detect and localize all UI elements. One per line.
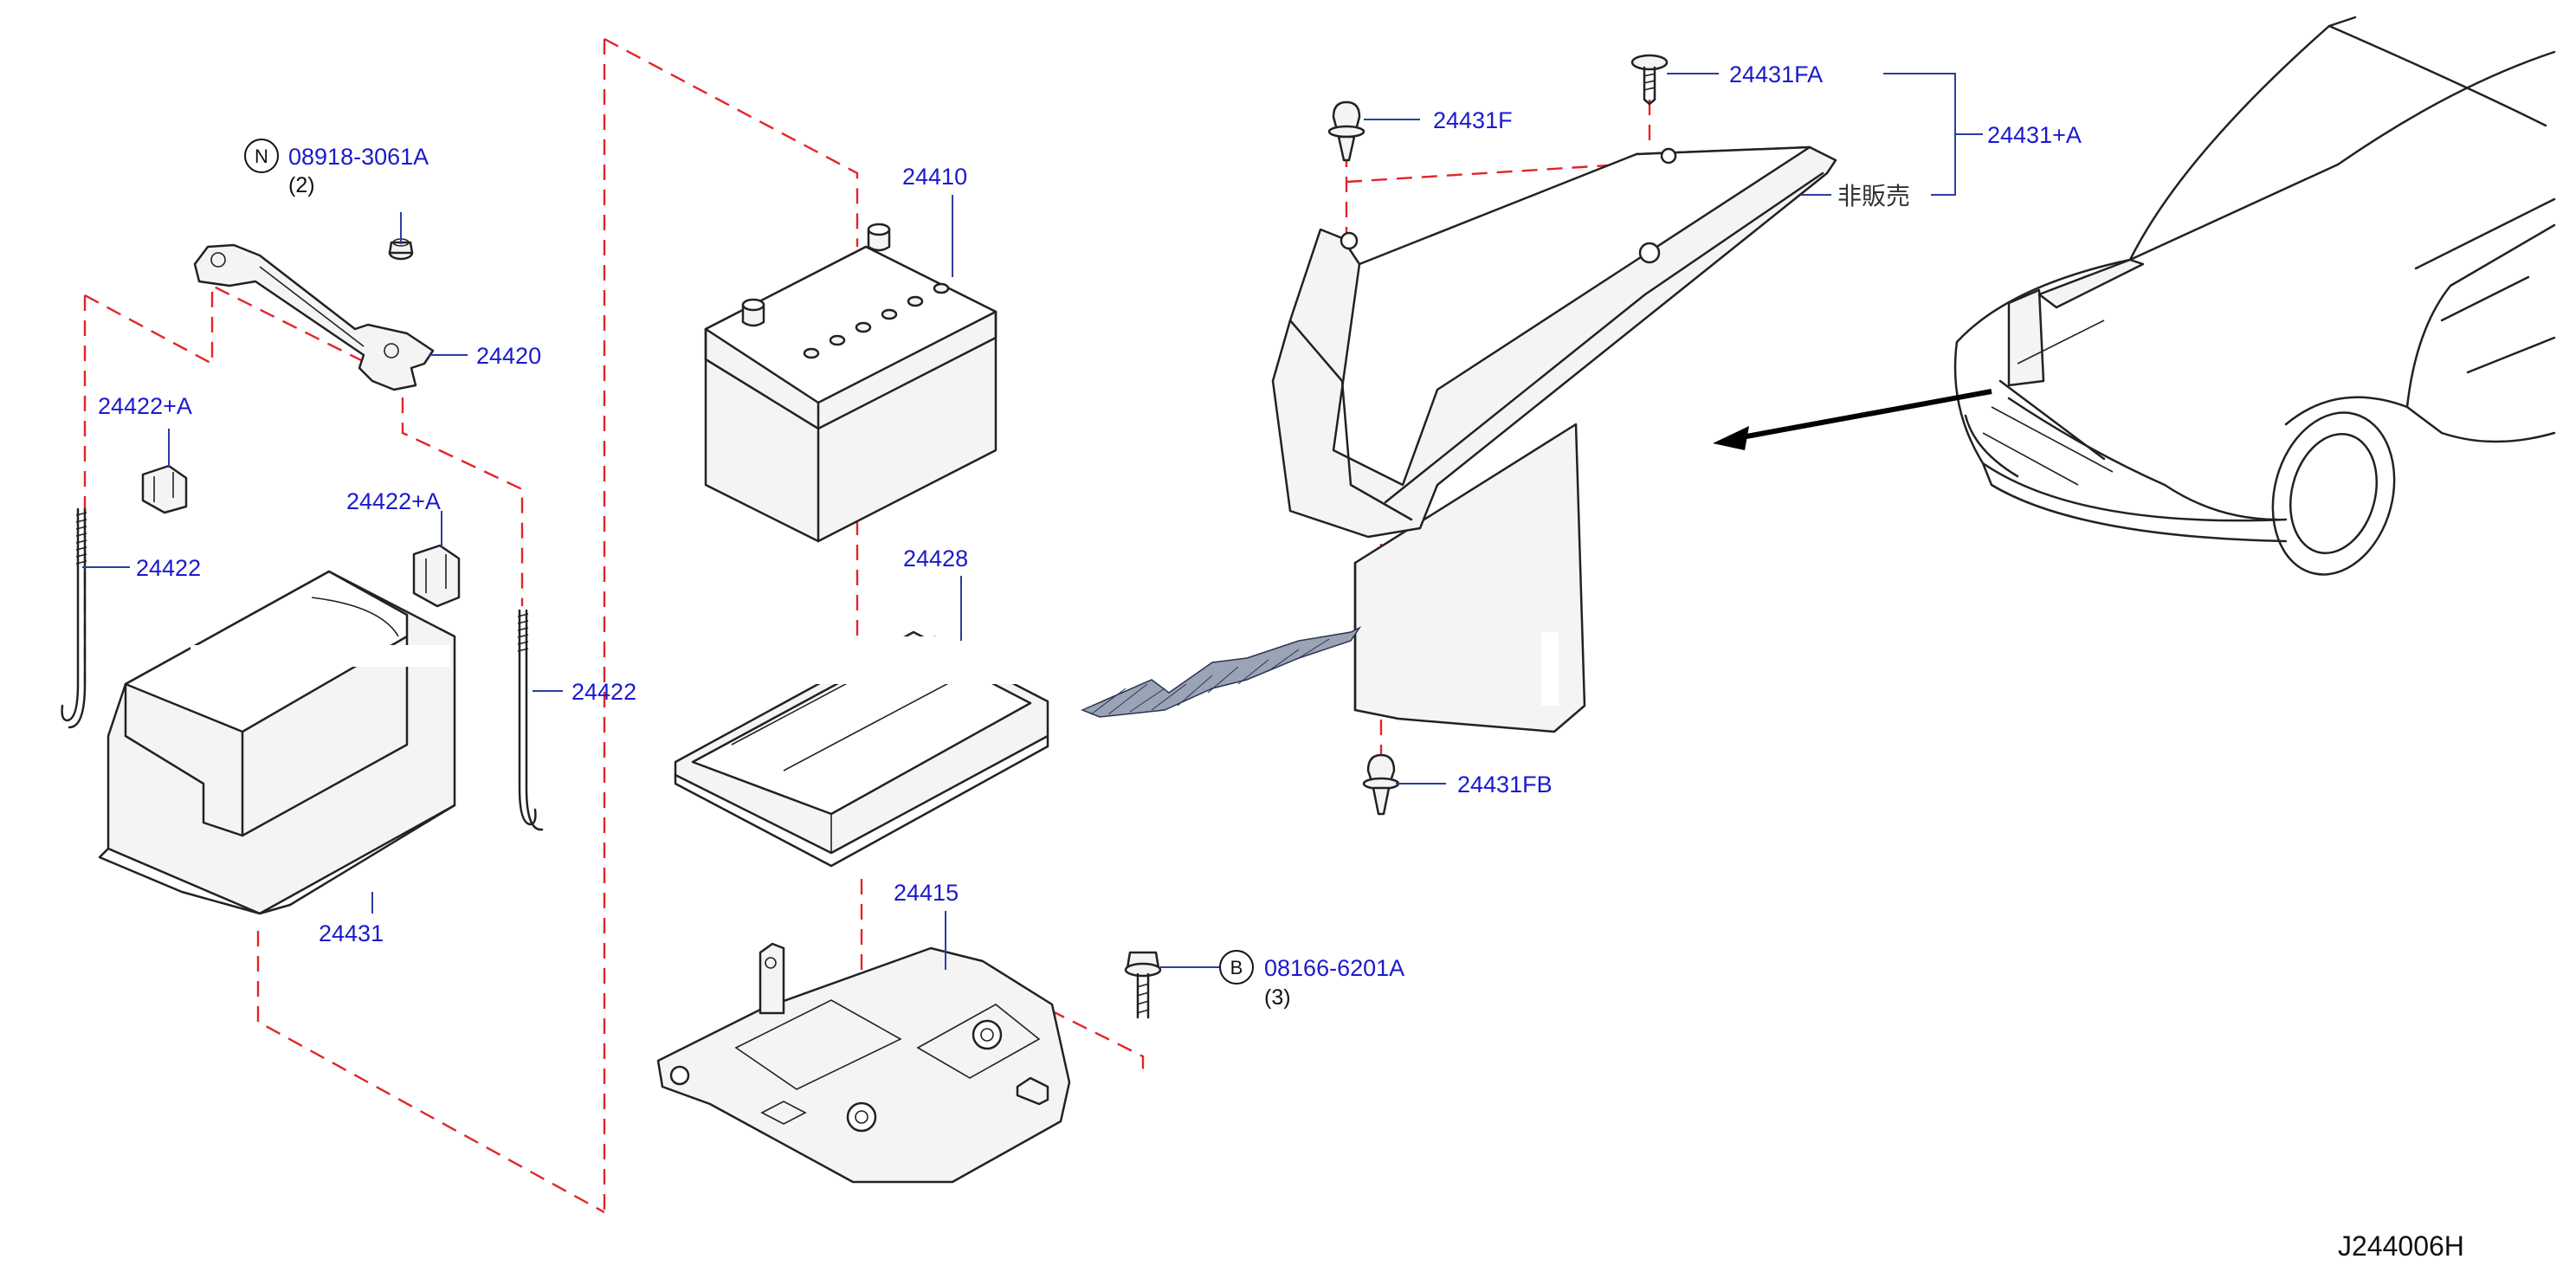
label-24428[interactable]: 24428 [903,546,968,571]
label-nut-qty: (2) [288,173,315,197]
svg-text:N: N [255,145,268,167]
battery-terminal-right [867,223,891,252]
battery-vent-caps [803,282,950,359]
diagram-code: J244006H [2338,1230,2464,1262]
clip-right-24422a [412,544,461,608]
battery-tray-24428 [674,630,1078,868]
battery-insulator-24431a [1271,145,1837,733]
flange-bolt [1124,951,1162,1019]
vehicle-location-sketch [1713,16,2556,576]
label-24422a-right[interactable]: 24422+A [346,488,441,514]
bolt-badge: B [1219,950,1254,985]
battery-mounting-bracket-24415 [656,942,1071,1184]
label-24431f[interactable]: 24431F [1433,107,1513,133]
hatched-lettering-fragment [1081,626,1362,718]
label-24422-left[interactable]: 24422 [136,555,201,581]
label-08918-3061a[interactable]: 08918-3061A [288,144,429,170]
hold-down-bracket-24420 [193,243,435,391]
label-24431fa[interactable]: 24431FA [1729,61,1823,87]
label-24431[interactable]: 24431 [319,920,384,946]
label-24422a-left[interactable]: 24422+A [98,393,192,419]
j-bolt-right-24422 [517,609,544,831]
battery-24410 [704,223,997,543]
screw-24431fa [1630,54,1669,106]
part-labels: 08918-3061A (2) 24420 24422+A 24422 2442… [98,61,2464,1262]
nut-badge: N [244,139,279,173]
clip-left-24422a [141,464,188,514]
label-not-for-sale: 非販売 [1837,183,1910,210]
label-24415[interactable]: 24415 [894,880,959,906]
leader-lines [82,73,1983,970]
clip-24431fb [1362,753,1400,816]
label-24420[interactable]: 24420 [476,343,541,369]
label-24431fb[interactable]: 24431FB [1457,772,1553,797]
label-24422-right[interactable]: 24422 [571,679,636,705]
j-bolt-left-24422 [61,507,87,729]
label-08166-6201a[interactable]: 08166-6201A [1264,955,1404,981]
label-24410[interactable]: 24410 [902,164,967,190]
flange-nut [388,238,414,261]
svg-text:B: B [1230,957,1243,978]
battery-cover-24431 [98,570,456,915]
label-24431a[interactable]: 24431+A [1987,122,2082,148]
clip-24431f [1327,100,1365,162]
label-bolt-qty: (3) [1264,985,1291,1010]
battery-terminal-left [741,298,765,327]
